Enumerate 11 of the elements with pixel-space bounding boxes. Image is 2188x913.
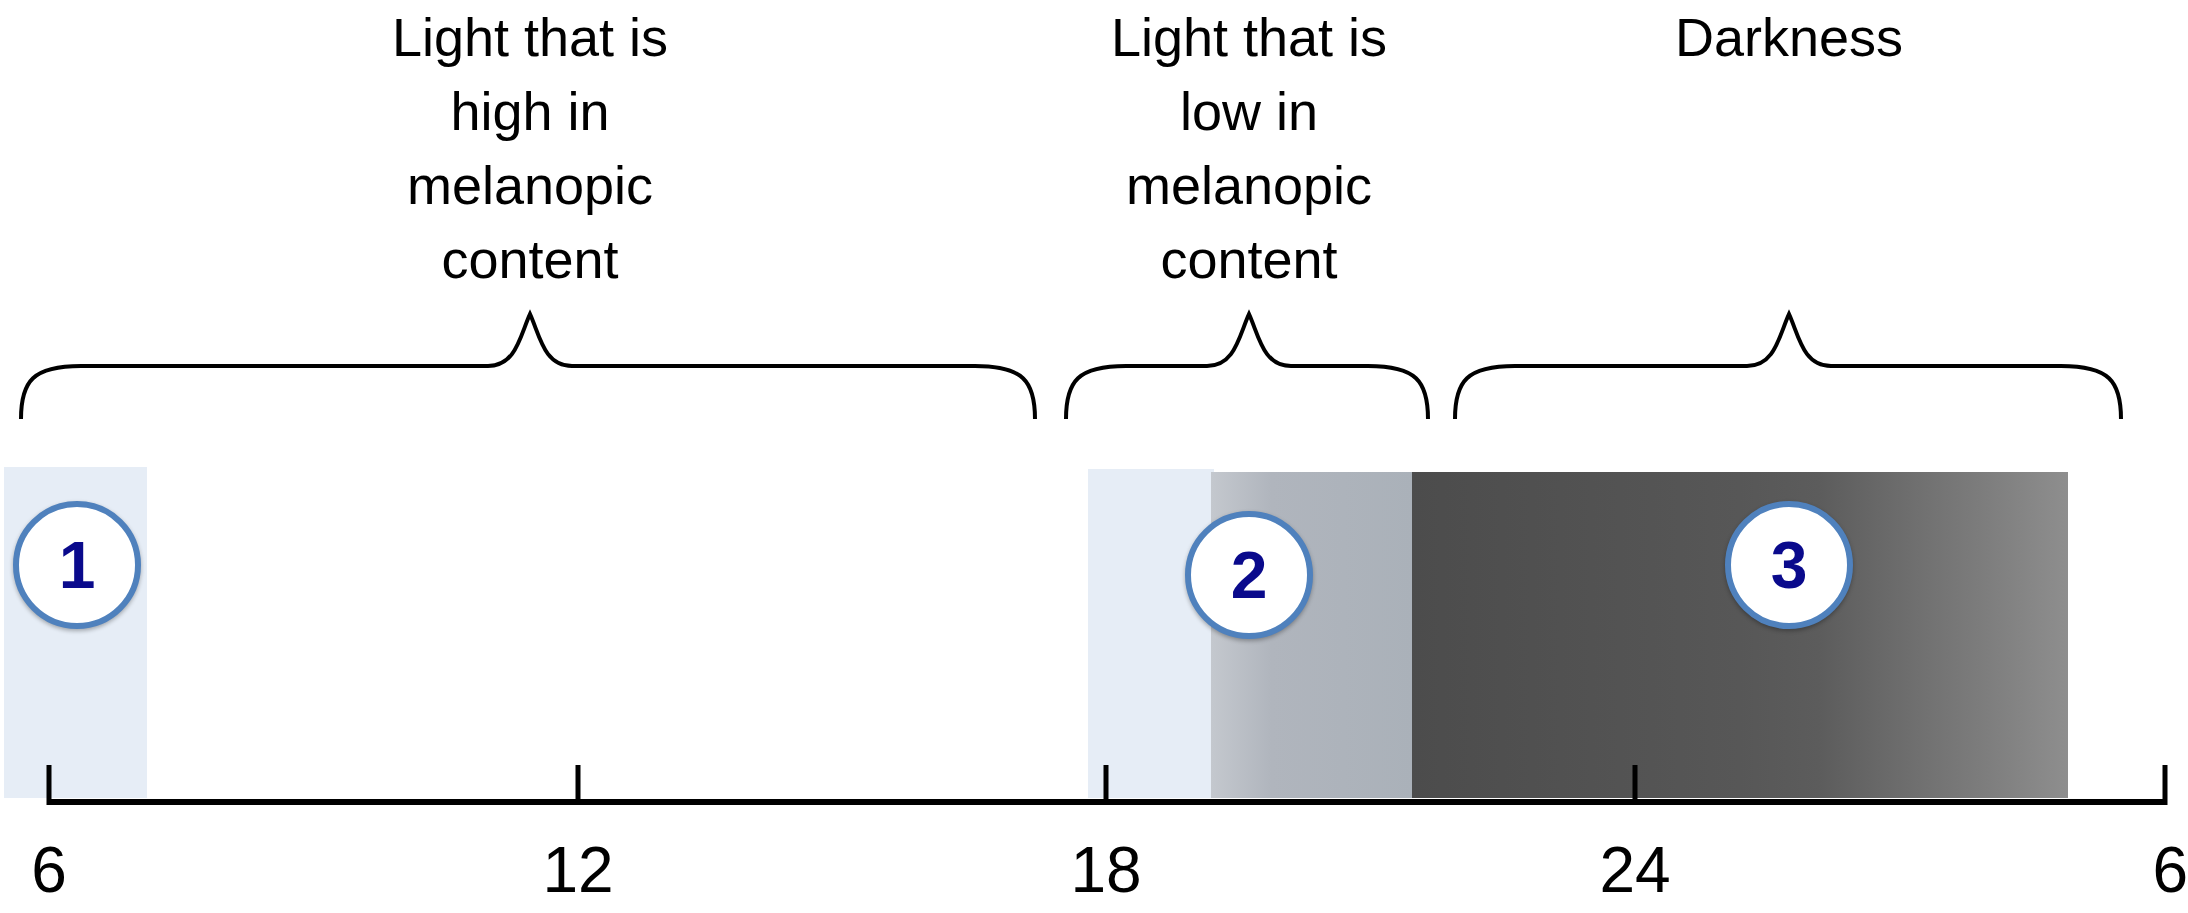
callout-number: 3 [1770,532,1808,598]
tick-label: 6 [2151,838,2188,902]
callout-number: 1 [58,532,96,598]
period-heading: Darkness [1673,6,1905,69]
tick-label: 24 [1598,838,1672,902]
tick-label: 18 [1069,838,1143,902]
tick-label: 6 [30,838,68,902]
callout-number: 2 [1230,542,1268,608]
tick-label: 12 [541,838,615,902]
period-heading: Light that is high in melanopic content [390,6,670,291]
period-heading: Light that is low in melanopic content [1109,6,1389,291]
